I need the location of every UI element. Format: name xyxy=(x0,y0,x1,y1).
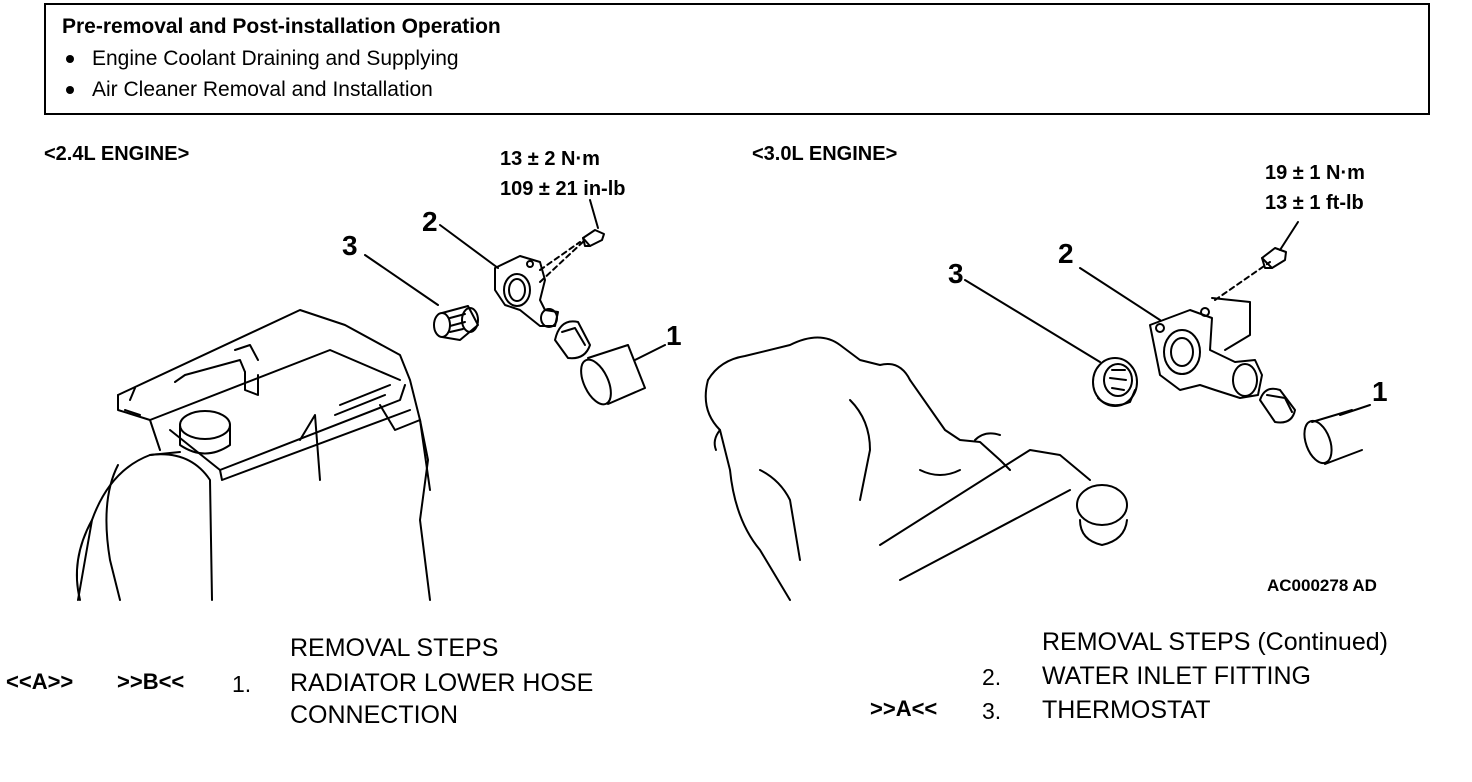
hose-clamp-2-4l xyxy=(554,320,591,360)
callout-1-left: 1 xyxy=(666,320,682,351)
callout-1-right: 1 xyxy=(1372,376,1388,407)
callout-2-right: 2 xyxy=(1058,238,1074,269)
bullet-icon xyxy=(66,54,74,63)
step-text: WATER INLET FITTING xyxy=(1042,662,1311,690)
torque-spec-2-4l: 13 ± 2 N·m 109 ± 21 in-lb xyxy=(500,148,626,200)
pre-op-list: Engine Coolant Draining and Supplying Ai… xyxy=(64,43,459,105)
engine-label-3-0l: <3.0L ENGINE> xyxy=(752,143,898,165)
engine-label-2-4l: <2.4L ENGINE> xyxy=(44,143,190,165)
engine-3-0l-outline xyxy=(704,336,1128,601)
callout-3-right: 3 xyxy=(948,258,964,289)
pre-op-item: Engine Coolant Draining and Supplying xyxy=(64,43,459,74)
bullet-icon xyxy=(66,85,74,94)
radiator-hose-2-4l xyxy=(580,344,666,406)
step-symbol-a: <<A>> xyxy=(6,669,74,694)
water-inlet-fitting-2-4l xyxy=(439,224,586,328)
step-symbol-a: >>A<< xyxy=(870,696,938,721)
bolt-2-4l xyxy=(582,199,605,247)
bolt-3-0l xyxy=(1261,221,1299,269)
removal-steps-continued-heading: REMOVAL STEPS (Continued) xyxy=(1042,628,1388,656)
hose-clamp-3-0l xyxy=(1259,387,1296,424)
radiator-hose-3-0l xyxy=(1303,404,1371,465)
thermostat-3-0l xyxy=(964,279,1138,407)
callout-2-left: 2 xyxy=(422,206,438,237)
callout-3-left: 3 xyxy=(342,230,358,261)
thermostat-2-4l xyxy=(364,254,479,341)
step-symbol-b: >>B<< xyxy=(117,669,185,694)
engine-2-4l-outline xyxy=(75,309,431,601)
pre-op-title: Pre-removal and Post-installation Operat… xyxy=(62,15,501,38)
step-number: 1. xyxy=(232,671,252,697)
pre-op-box: Pre-removal and Post-installation Operat… xyxy=(44,3,1430,115)
figure-code: AC000278 AD xyxy=(1267,576,1377,595)
pre-op-item: Air Cleaner Removal and Installation xyxy=(64,74,459,105)
step-number: 3. xyxy=(982,698,1002,724)
removal-steps-heading: REMOVAL STEPS xyxy=(290,634,499,662)
step-number: 2. xyxy=(982,664,1002,690)
torque-spec-3-0l: 19 ± 1 N·m 13 ± 1 ft-lb xyxy=(1265,162,1365,214)
water-inlet-fitting-3-0l xyxy=(1079,261,1271,399)
step-text: THERMOSTAT xyxy=(1042,696,1211,724)
step-text: RADIATOR LOWER HOSE CONNECTION xyxy=(290,669,594,729)
